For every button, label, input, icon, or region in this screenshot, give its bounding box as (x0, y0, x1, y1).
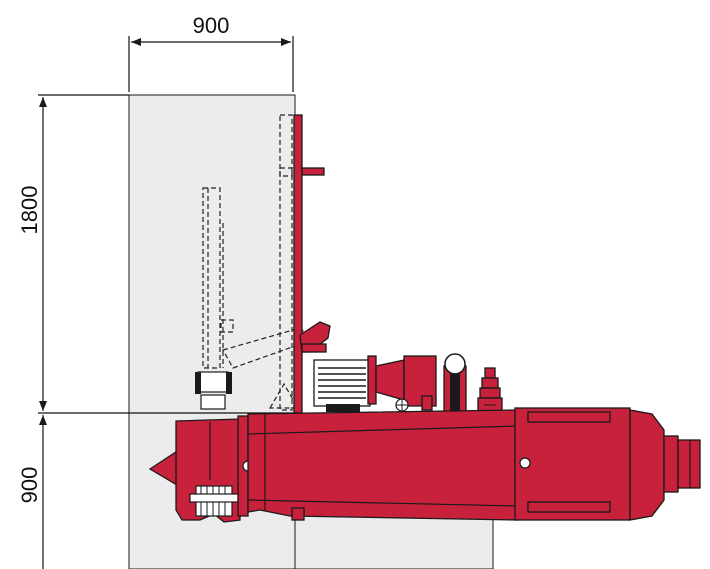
connector-stack (477, 367, 503, 413)
clearance-zone-upper (128, 94, 296, 414)
main-body (148, 407, 701, 523)
dimension-top-width: 900 (128, 13, 294, 92)
gauge-post (443, 353, 467, 413)
motor (313, 355, 437, 412)
dimension-label-top-width: 900 (193, 13, 230, 38)
dimension-left: 1800 900 (17, 94, 300, 569)
dimension-label-lower-height: 900 (17, 467, 42, 504)
dimension-label-upper-height: 1800 (17, 186, 42, 235)
